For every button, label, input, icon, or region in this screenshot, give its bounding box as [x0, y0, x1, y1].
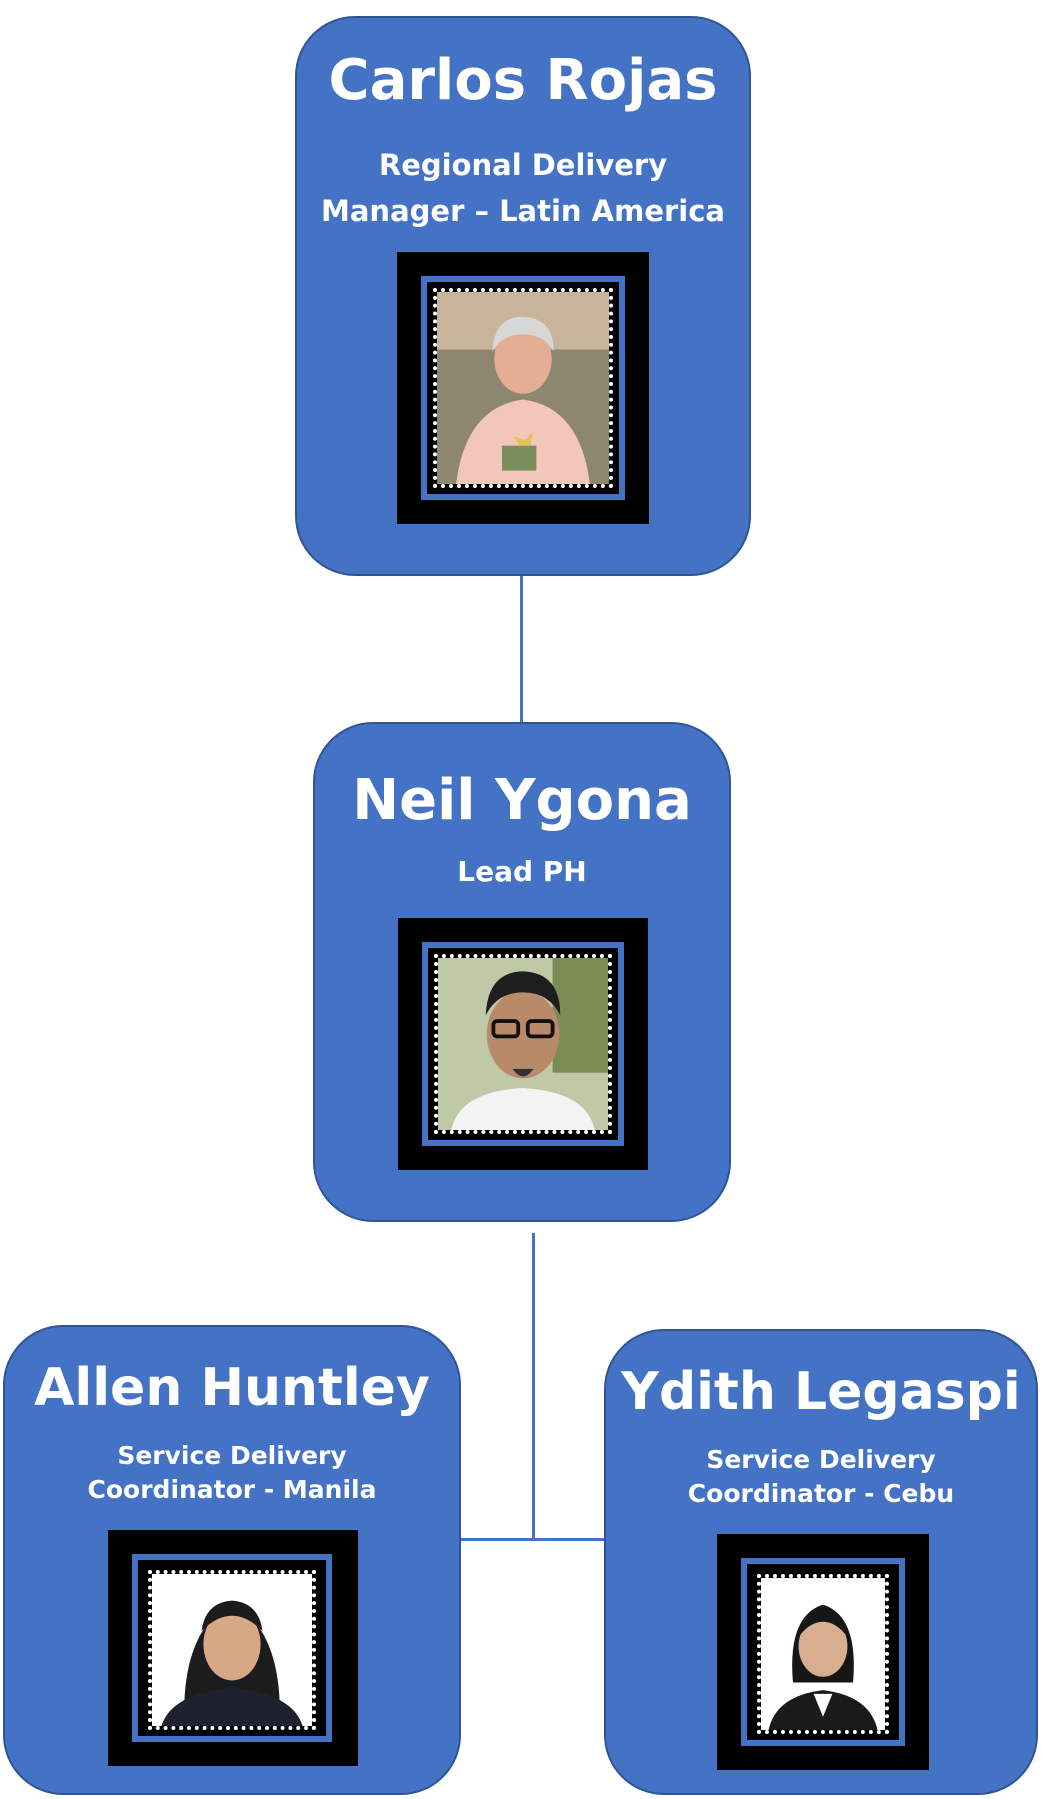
connector-top-to-middle [520, 575, 523, 723]
person-name: Carlos Rojas [328, 48, 718, 113]
title-line: Manager – Latin America [321, 194, 725, 228]
title-line: Coordinator - Manila [87, 1475, 377, 1504]
title-line: Service Delivery [706, 1445, 936, 1474]
title-line: Lead PH [457, 855, 587, 888]
title-line: Service Delivery [117, 1441, 347, 1470]
person-photo-icon [433, 288, 613, 488]
photo-frame [108, 1530, 358, 1766]
photo-frame [717, 1534, 929, 1770]
person-name: Ydith Legaspi [621, 1362, 1021, 1422]
person-title: Regional Delivery Manager – Latin Americ… [297, 142, 749, 234]
person-title: Service Delivery Coordinator - Manila [5, 1439, 459, 1507]
person-title: Lead PH [315, 850, 729, 894]
connector-middle-to-bottom [532, 1233, 535, 1540]
person-name: Neil Ygona [352, 768, 692, 833]
person-name: Allen Huntley [34, 1358, 430, 1418]
photo-border [132, 1554, 332, 1742]
person-photo-icon [757, 1574, 889, 1734]
person-title: Service Delivery Coordinator - Cebu [606, 1443, 1036, 1511]
title-line: Regional Delivery [378, 148, 668, 182]
org-card-top: Carlos Rojas Regional Delivery Manager –… [295, 16, 751, 576]
org-card-middle: Neil Ygona Lead PH [313, 722, 731, 1222]
connector-bottom-horizontal [460, 1538, 606, 1541]
title-line: Coordinator - Cebu [687, 1479, 955, 1508]
photo-frame [397, 252, 649, 524]
photo-border [422, 942, 624, 1146]
person-photo-icon [434, 954, 612, 1134]
photo-frame [398, 918, 648, 1170]
org-card-bottom-right: Ydith Legaspi Service Delivery Coordinat… [604, 1329, 1038, 1795]
photo-border [741, 1558, 905, 1746]
photo-border [421, 276, 625, 500]
org-card-bottom-left: Allen Huntley Service Delivery Coordinat… [3, 1325, 461, 1795]
person-photo-icon [148, 1570, 316, 1730]
